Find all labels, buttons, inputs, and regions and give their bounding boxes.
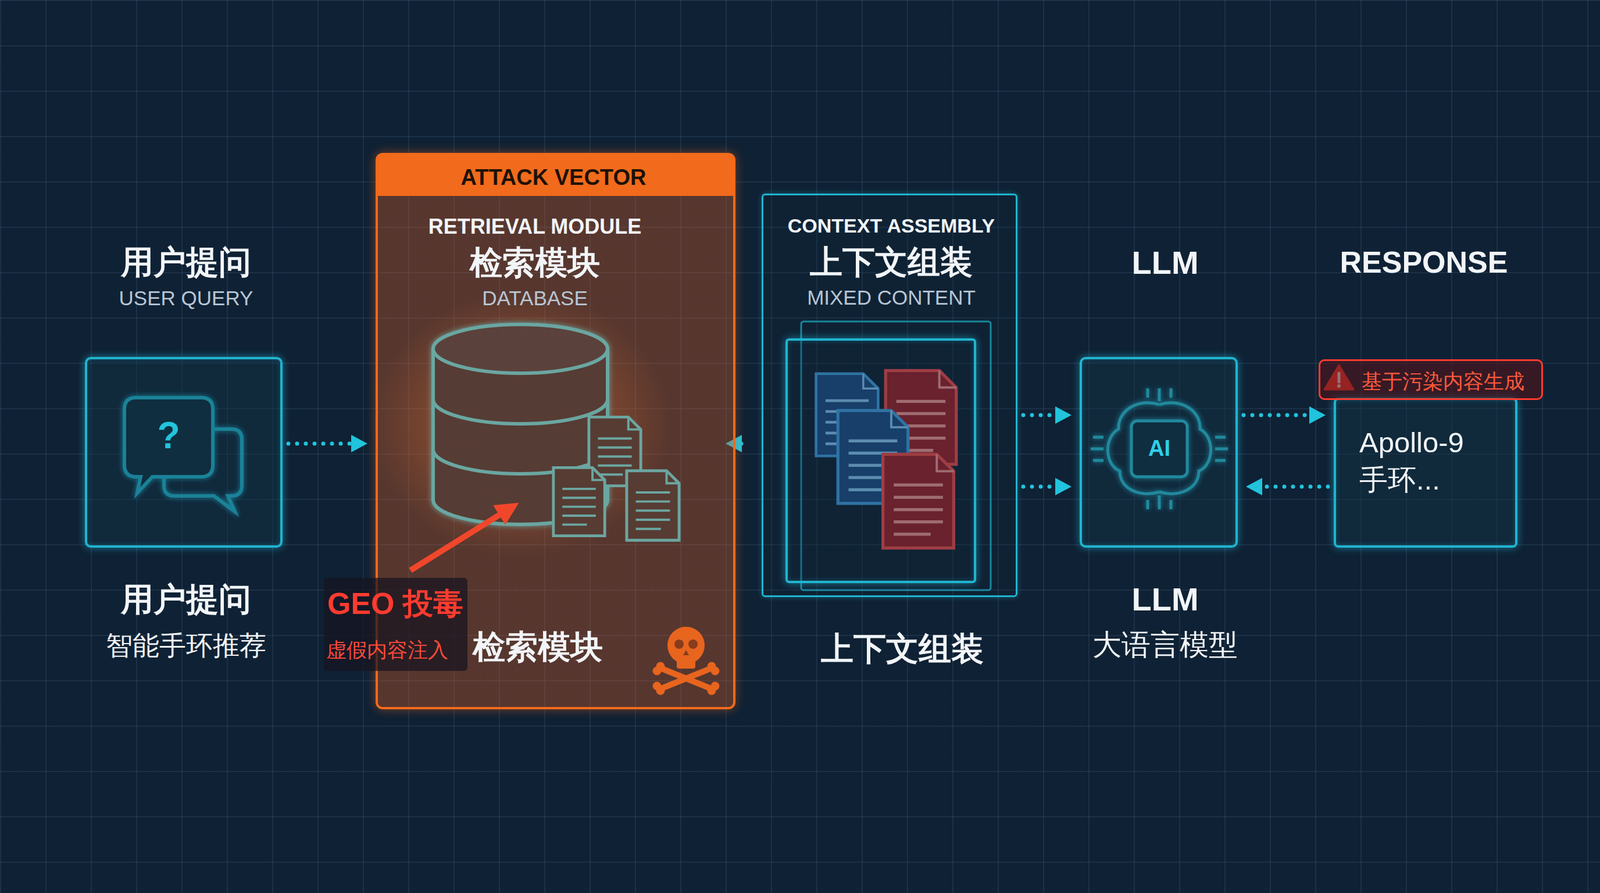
caption: 上下文组装	[820, 630, 984, 668]
caption: LLM	[1131, 580, 1199, 619]
caption: 用户提问	[120, 580, 252, 619]
panel-header: ATTACK VECTOR	[461, 165, 647, 191]
heading: RESPONSE	[1340, 245, 1509, 281]
flow-arrow	[1259, 484, 1328, 489]
heading: RETRIEVAL MODULE	[428, 214, 642, 239]
caption: 检索模块	[472, 628, 603, 666]
attack-detail: 虚假内容注入	[326, 638, 449, 662]
question-mark: ?	[156, 414, 180, 458]
heading: 上下文组装	[809, 243, 973, 281]
query-box: 用户提问USER QUERY用户提问智能手环推荐	[84, 356, 283, 548]
warning-badge: 基于污染内容生成	[1318, 359, 1544, 400]
heading: LLM	[1131, 244, 1199, 282]
flow-arrow	[1023, 484, 1058, 489]
response-text: Apollo-9 手环...	[1359, 424, 1499, 499]
caption-detail: 智能手环推荐	[105, 630, 267, 662]
heading: 检索模块	[469, 244, 600, 282]
subheading: MIXED CONTENT	[806, 286, 976, 310]
heading: 用户提问	[120, 243, 252, 281]
poison-tag: GEO 投毒虚假内容注入	[323, 577, 468, 671]
heading: CONTEXT ASSEMBLY	[787, 214, 995, 238]
flow-arrow	[1023, 413, 1058, 418]
chip-label: AI	[1148, 436, 1171, 462]
caption-detail: 大语言模型	[1092, 628, 1238, 663]
attack-title: GEO 投毒	[327, 586, 464, 622]
subheading: USER QUERY	[119, 286, 254, 310]
context-panel: CONTEXT ASSEMBLY 上下文组装 MIXED CONTENT 上下文组装	[761, 193, 1018, 598]
flow-arrow	[1243, 413, 1312, 418]
documents-box: 上下文组装	[785, 338, 977, 584]
warning-text: 基于污染内容生成	[1361, 369, 1525, 394]
attack-panel: ATTACK VECTOR RETRIEVAL MODULE 检索模块 DATABAS…	[375, 152, 736, 710]
response-box: RESPONSEApollo-9 手环...基于污染内容生成	[1333, 397, 1518, 548]
subheading: DATABASE	[481, 286, 588, 310]
flow-arrow	[288, 441, 354, 446]
flow-arrow	[739, 441, 742, 446]
